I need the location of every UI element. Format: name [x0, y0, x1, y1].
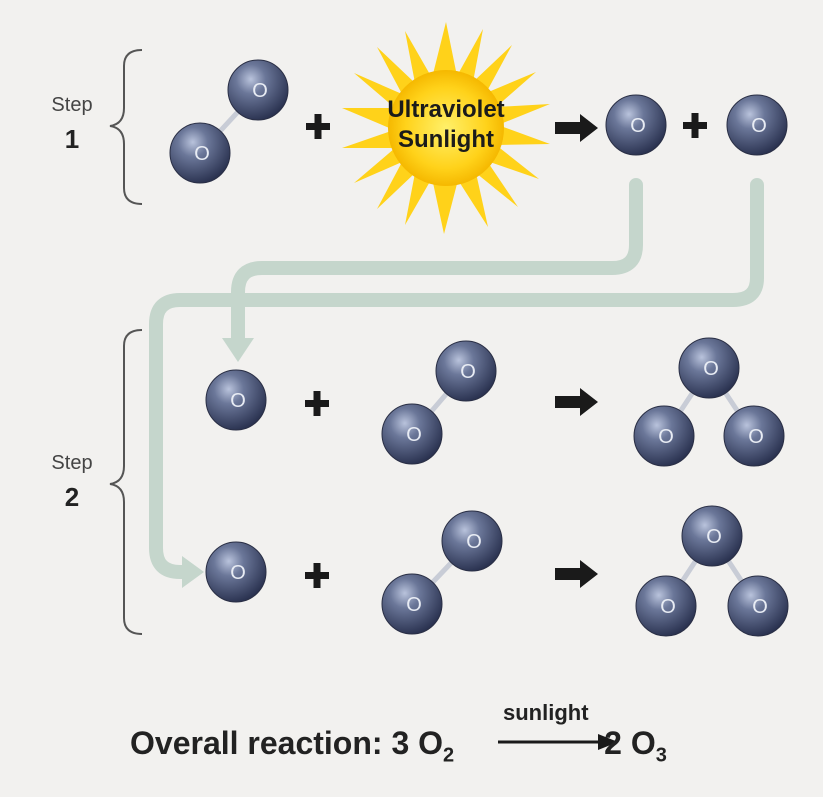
- atom-label: O: [252, 80, 268, 102]
- overall-arrow: [498, 734, 618, 750]
- plus-step1-a: [306, 114, 330, 139]
- oxygen-atom: O: [727, 575, 789, 637]
- oxygen-atom: O: [381, 573, 443, 635]
- arrowhead-row1: [222, 338, 254, 362]
- atom-label: O: [752, 596, 768, 618]
- reaction-arrows: [555, 114, 598, 588]
- atom-label: O: [460, 361, 476, 383]
- oxygen-atom: O: [633, 405, 695, 467]
- flow-arrows: [149, 178, 764, 588]
- oxygen-atom: O: [169, 122, 231, 184]
- sun-label-line2: Sunlight: [398, 126, 494, 153]
- overall-product: 2 O: [604, 725, 656, 761]
- atom-label: O: [748, 426, 764, 448]
- oxygen-atom: O: [605, 94, 667, 156]
- step1-number: 1: [64, 124, 80, 154]
- sun-label-line1: Ultraviolet: [387, 96, 505, 123]
- step2-bracket: [109, 329, 143, 635]
- plus-row1: [305, 391, 329, 416]
- step2-number: 2: [64, 482, 80, 512]
- plus-row2: [305, 563, 329, 588]
- oxygen-atom: O: [726, 94, 788, 156]
- atom-label: O: [706, 526, 722, 548]
- atom-label: O: [194, 143, 210, 165]
- atom-label: O: [630, 115, 646, 137]
- atoms: O O O O O O O O O O O O O O O O: [169, 59, 789, 637]
- sun-icon: [342, 22, 550, 234]
- oxygen-atom: O: [381, 403, 443, 465]
- oxygen-atom: O: [678, 337, 740, 399]
- atom-label: O: [230, 562, 246, 584]
- flow-arrow-to-row2: [149, 178, 764, 579]
- arrow-step2-row1: [555, 388, 598, 416]
- oxygen-atom: O: [681, 505, 743, 567]
- atom-label: O: [703, 358, 719, 380]
- oxygen-atom: O: [205, 541, 267, 603]
- atom-label: O: [658, 426, 674, 448]
- step1-bracket: [109, 49, 143, 205]
- arrow-step1: [555, 114, 598, 142]
- atom-label: O: [660, 596, 676, 618]
- atom-label: O: [466, 531, 482, 553]
- oxygen-atom: O: [435, 340, 497, 402]
- step1-word: Step: [51, 94, 93, 116]
- plus-signs: [305, 113, 707, 588]
- flow-arrow-to-row1: [231, 178, 643, 347]
- overall-arrow-label: sunlight: [503, 700, 589, 725]
- overall-reaction: Overall reaction: 3 O2 2 O3: [130, 725, 667, 767]
- atom-label: O: [230, 390, 246, 412]
- oxygen-atom: O: [635, 575, 697, 637]
- atom-label: O: [751, 115, 767, 137]
- overall-reactant: Overall reaction: 3 O: [130, 725, 444, 761]
- atom-label: O: [406, 594, 422, 616]
- oxygen-atom: O: [205, 369, 267, 431]
- oxygen-atom: O: [723, 405, 785, 467]
- plus-step1-b: [683, 113, 707, 138]
- product-subscript: 3: [655, 744, 667, 767]
- oxygen-atom: O: [227, 59, 289, 121]
- atom-label: O: [406, 424, 422, 446]
- arrow-step2-row2: [555, 560, 598, 588]
- step2-word: Step: [51, 452, 93, 474]
- oxygen-atom: O: [441, 510, 503, 572]
- arrowhead-row2: [182, 556, 204, 588]
- reactant-subscript: 2: [443, 744, 455, 767]
